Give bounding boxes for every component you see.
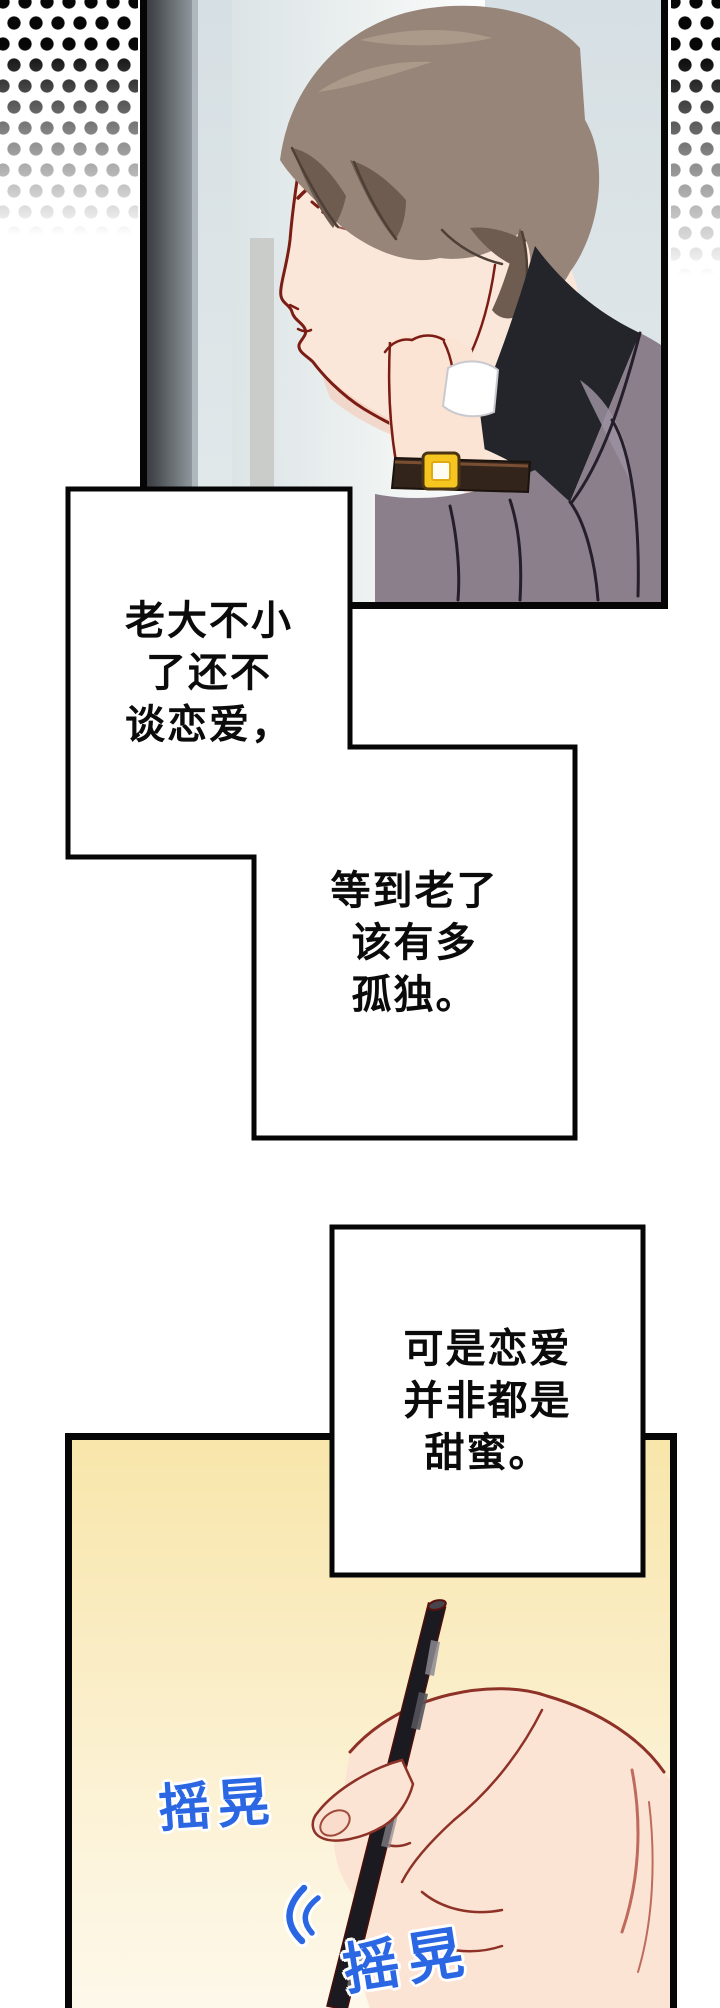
bubble-2-text: 等到老了 该有多 孤独。 (330, 868, 499, 1017)
wrist-shading (620, 1768, 654, 1973)
index-finger (311, 1758, 415, 1842)
profile-outline (279, 118, 422, 439)
collar (464, 246, 640, 502)
halftone-pattern-top-right (671, 0, 720, 300)
sfx-shake-text-1: 摇晃 (156, 1772, 279, 1840)
wristwatch (390, 451, 532, 494)
fingernail (319, 1809, 351, 1837)
hand-pen-illustration (283, 1599, 670, 2008)
shirt-cuff (441, 360, 500, 418)
pen-cap (427, 1599, 447, 1611)
shake-swoosh (283, 1881, 324, 1948)
bubble-3-text: 可是恋爱 并非都是 甜蜜。 (403, 1327, 572, 1475)
hair (280, 5, 600, 319)
hand (333, 1687, 670, 2008)
bubble-1-text: 老大不小 了还不 谈恋爱， (125, 599, 293, 747)
halftone-pattern-top-left (0, 0, 138, 256)
